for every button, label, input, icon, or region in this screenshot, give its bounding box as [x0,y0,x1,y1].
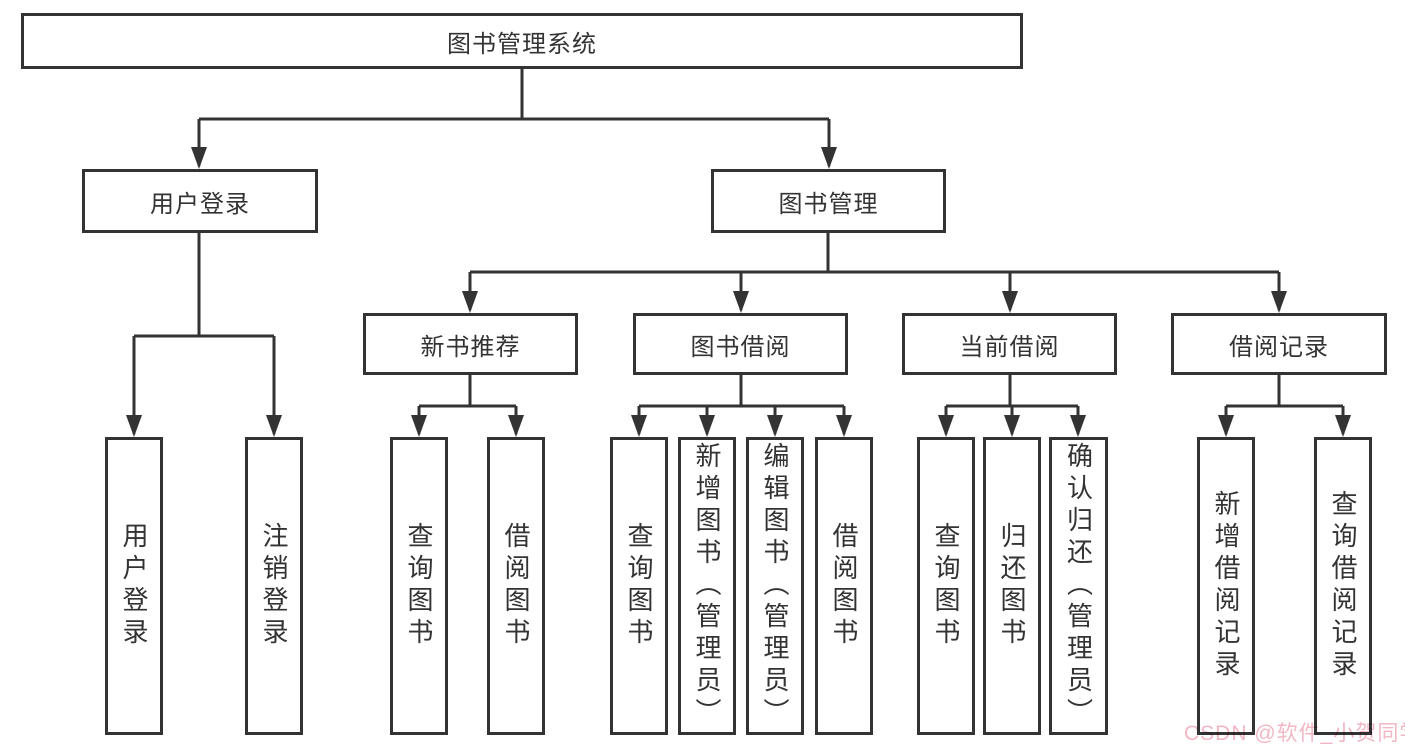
node-user-login-group-label: 用户登录 [150,190,250,218]
node-query-borrow-record: 查询借阅记录 [1314,437,1372,735]
arrowhead-icons [126,147,1351,437]
node-library-system-label: 图书管理系统 [447,30,597,58]
node-query-books-2-label: 查询图书 [624,522,654,650]
node-logout: 注销登录 [245,437,303,735]
node-borrow-records: 借阅记录 [1171,313,1387,375]
node-new-book-recommend-label: 新书推荐 [420,333,521,361]
node-return-books-label: 归还图书 [997,522,1027,650]
node-book-borrowing-label: 图书借阅 [690,333,791,361]
node-query-books-3: 查询图书 [917,437,975,735]
node-logout-label: 注销登录 [259,522,289,650]
node-book-management: 图书管理 [711,169,946,233]
node-edit-books-admin: 编辑图书（管理员） [746,437,804,735]
node-current-borrowing: 当前借阅 [902,313,1117,375]
node-book-management-label: 图书管理 [778,190,879,218]
node-query-books-3-label: 查询图书 [931,522,961,650]
node-book-borrowing: 图书借阅 [633,313,848,375]
node-borrow-books-1: 借阅图书 [487,437,545,735]
csdn-watermark: CSDN @软件_小贺同学 [1184,722,1405,745]
node-return-books: 归还图书 [983,437,1041,735]
node-query-borrow-record-label: 查询借阅记录 [1328,490,1358,682]
node-query-books-1-label: 查询图书 [404,522,434,650]
node-user-login-label: 用户登录 [119,522,149,650]
node-add-books-admin-label: 新增图书（管理员） [692,442,722,730]
node-borrow-books-1-label: 借阅图书 [501,522,531,650]
node-add-books-admin: 新增图书（管理员） [678,437,736,735]
node-borrow-books-2: 借阅图书 [815,437,873,735]
connector-paths [132,69,1345,434]
node-new-book-recommend: 新书推荐 [363,313,578,375]
node-library-system: 图书管理系统 [21,13,1023,69]
node-confirm-return-admin-label: 确认归还（管理员） [1063,442,1094,730]
node-confirm-return-admin: 确认归还（管理员） [1049,437,1108,735]
node-query-books-1: 查询图书 [390,437,448,735]
node-current-borrowing-label: 当前借阅 [959,333,1060,361]
node-user-login-group: 用户登录 [82,169,318,233]
node-add-borrow-record-label: 新增借阅记录 [1211,490,1241,682]
node-query-books-2: 查询图书 [610,437,668,735]
node-borrow-records-label: 借阅记录 [1229,333,1329,361]
node-edit-books-admin-label: 编辑图书（管理员） [760,442,790,730]
node-borrow-books-2-label: 借阅图书 [829,522,859,650]
node-user-login: 用户登录 [105,437,163,735]
node-add-borrow-record: 新增借阅记录 [1197,437,1255,735]
